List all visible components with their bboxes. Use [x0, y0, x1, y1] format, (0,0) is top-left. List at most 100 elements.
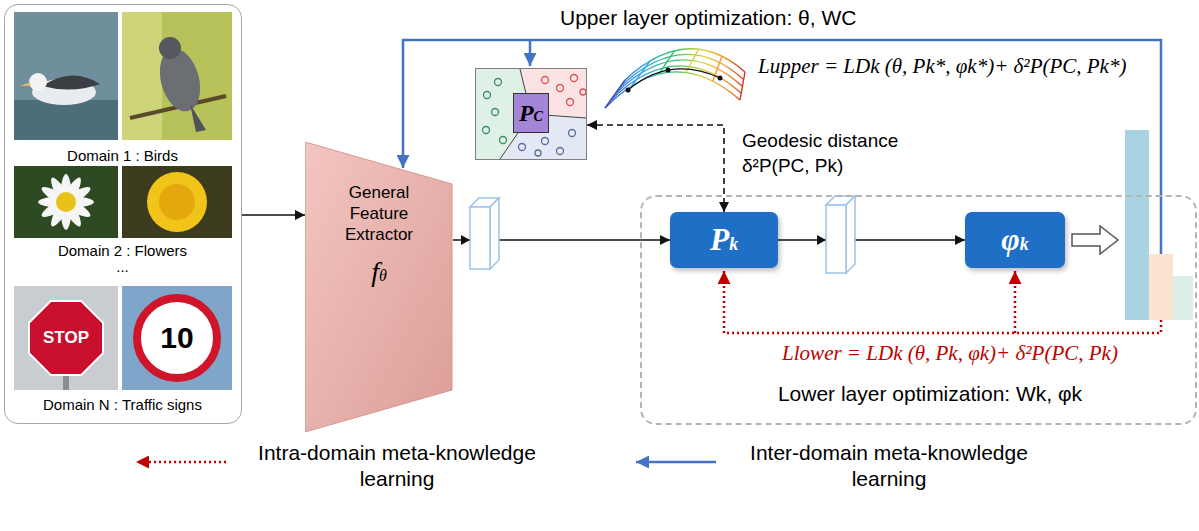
block-title: General Feature Extractor — [323, 182, 435, 245]
layout-circle — [567, 99, 574, 106]
layout-circle — [571, 75, 578, 82]
layout-rect — [826, 205, 846, 273]
projection-block: Pk — [670, 212, 778, 268]
edge-label: Geodesic distance δ²P(PC, Pk) — [742, 128, 932, 178]
layout-circle — [535, 150, 541, 156]
layout-path — [605, 80, 625, 108]
layout-rect — [14, 100, 118, 140]
loss-formula: Lupper = LDk (θ, Pk*, φk*)+ δ²P(PC, Pk*) — [758, 53, 1158, 79]
layout-path — [605, 72, 740, 108]
layout-circle — [557, 148, 564, 155]
layout-rect — [470, 207, 490, 269]
loss-formula: Llower = LDk (θ, Pk, φk)+ δ²P(PC, Pk) — [730, 340, 1170, 366]
layout-polygon — [846, 196, 855, 273]
layout-rect — [122, 12, 162, 140]
layout-path — [724, 271, 1161, 333]
domain-caption: Domain 1 : Birds — [5, 147, 240, 165]
layout-path — [625, 49, 745, 80]
layout-circle — [159, 184, 195, 220]
layout-path — [740, 72, 745, 100]
legend-line — [136, 461, 226, 464]
layout-rect — [1125, 130, 1149, 320]
feature-extractor-trapezoid: General Feature Extractor fθ — [305, 142, 453, 432]
layout-path — [1014, 271, 1017, 333]
layout-g — [605, 49, 745, 108]
layout-circle — [500, 137, 507, 144]
layout-rect — [14, 12, 118, 140]
layout-circle — [29, 73, 47, 91]
layout-path — [529, 40, 532, 66]
layout-polygon — [490, 198, 499, 269]
layout-circle — [569, 130, 576, 137]
layout-circle — [159, 37, 181, 59]
prototype-cluster-box: PC — [475, 68, 587, 160]
layout-circle — [542, 77, 549, 84]
layout-rect — [1149, 254, 1173, 320]
layout-polygon — [1072, 226, 1118, 254]
layout-rect — [14, 286, 118, 390]
region-title: Lower layer optimization: Wk, φk — [720, 381, 1140, 407]
connector-arrow — [587, 125, 724, 212]
layout-path — [500, 69, 586, 159]
ellipsis: ... — [5, 258, 240, 276]
layout-rect — [122, 166, 232, 238]
layout-path — [628, 69, 720, 90]
layout-path — [659, 51, 675, 74]
layout-ellipse — [39, 183, 93, 221]
lower-layer-region: Llower = LDk (θ, Pk, φk)+ δ²P(PC, Pk) Low… — [640, 195, 1197, 425]
layout-circle — [483, 127, 490, 134]
layout-ellipse — [39, 183, 93, 221]
layout-ellipse — [47, 175, 85, 229]
legend-text: Intra-domain meta-knowledge learning — [242, 440, 552, 492]
layout-g — [38, 174, 94, 230]
layout-rect — [14, 166, 118, 238]
sign-text: STOP — [28, 328, 104, 348]
domain-panel: Domain 1 : BirdsDomain 2 : Flowers... Dom… — [4, 4, 242, 424]
layout-circle — [147, 172, 207, 232]
prototype-symbol: PC — [513, 93, 549, 133]
layout-circle — [580, 89, 586, 95]
layout-path — [632, 61, 650, 86]
layout-circle — [492, 109, 499, 116]
classifier-block: φk — [965, 212, 1065, 268]
layout-g — [483, 79, 507, 144]
legend-sample — [632, 452, 718, 472]
layout-rect — [122, 286, 232, 390]
layout-circle — [718, 76, 723, 81]
connector-arrow — [778, 239, 965, 241]
legend-line — [636, 461, 716, 464]
block-symbol: Pk — [710, 224, 738, 256]
trapezoid-outline — [305, 142, 452, 432]
layout-ellipse — [153, 44, 206, 116]
layout-circle — [484, 92, 491, 99]
domain-caption: Domain N : Traffic signs — [5, 396, 240, 414]
block-symbol: φk — [1001, 224, 1028, 256]
upper-layer-title: Upper layer optimization: θ, WC — [560, 5, 1030, 31]
layout-g — [605, 49, 745, 108]
layout-rect — [63, 375, 69, 390]
layout-circle — [626, 88, 631, 93]
layout-circle — [56, 192, 76, 212]
layout-g — [470, 196, 855, 273]
layout-rect — [1173, 276, 1193, 320]
layout-rect — [122, 12, 232, 140]
domain-caption: Domain 2 : Flowers — [5, 242, 240, 260]
function-symbol: fθ — [323, 252, 435, 296]
sign-text: 10 — [147, 321, 207, 355]
layout-circle — [495, 79, 502, 86]
layout-path — [42, 75, 100, 89]
legend-sample — [132, 452, 228, 472]
layout-circle — [519, 144, 526, 151]
layout-circle — [542, 138, 549, 145]
connector-arrow — [242, 214, 305, 216]
layout-polygon — [29, 301, 103, 375]
layout-circle — [666, 68, 671, 73]
layout-circle — [557, 85, 564, 92]
layout-circle — [137, 298, 217, 378]
legend-text: Inter-domain meta-knowledge learning — [734, 440, 1044, 492]
layout-path — [461, 235, 470, 245]
layout-path — [190, 104, 206, 132]
layout-path — [20, 82, 30, 86]
